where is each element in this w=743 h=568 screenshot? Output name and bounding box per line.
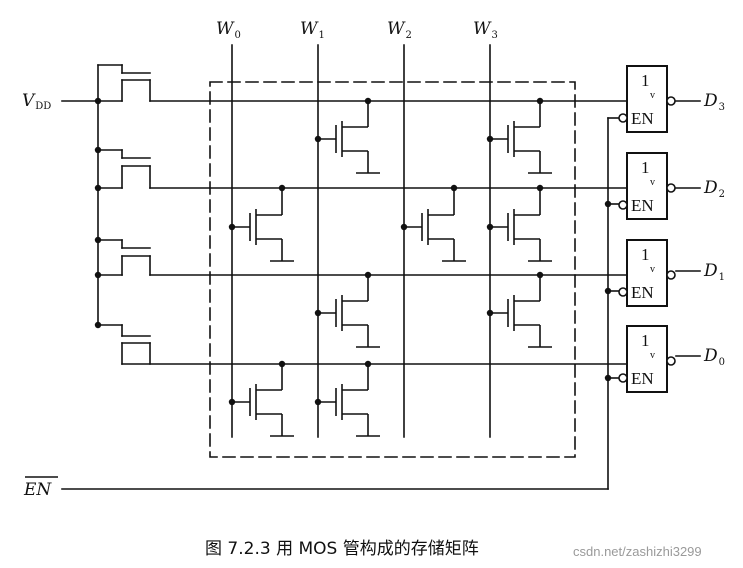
vdd-label: VDD	[22, 91, 51, 112]
figure-caption: 图 7.2.3 用 MOS 管构成的存储矩阵	[205, 539, 479, 559]
junction-dot	[604, 200, 612, 208]
inversion-bubble	[666, 270, 676, 280]
cell-w3-d3	[490, 101, 552, 174]
word-line-label-1: W1	[300, 19, 325, 41]
enable-bubble	[618, 200, 628, 210]
word-line-label-0: W0	[216, 19, 241, 41]
load-transistor-0	[97, 324, 151, 365]
svg-text:1: 1	[641, 158, 650, 177]
svg-text:1: 1	[641, 245, 650, 264]
junction-dot	[364, 97, 372, 105]
junction-dot	[94, 271, 102, 279]
enable-bubble	[618, 113, 628, 123]
svg-text:v: v	[650, 177, 655, 188]
cell-w1-d1	[318, 275, 380, 348]
svg-text:EN: EN	[631, 109, 654, 128]
output-label-3: D3	[703, 91, 725, 113]
svg-text:v: v	[650, 90, 655, 101]
svg-text:EN: EN	[631, 283, 654, 302]
junction-dot	[314, 135, 322, 143]
word-line-label-3: W3	[473, 19, 498, 41]
junction-dot	[604, 374, 612, 382]
inversion-bubble	[666, 96, 676, 106]
cell-w0-d2	[232, 188, 294, 262]
junction-dot	[450, 184, 458, 192]
enable-bubble	[618, 373, 628, 383]
output-label-2: D2	[703, 178, 725, 200]
junction-dot	[94, 236, 102, 244]
junction-dot	[364, 271, 372, 279]
junction-dot	[228, 398, 236, 406]
word-line-label-2: W2	[387, 19, 412, 41]
junction-dot	[486, 309, 494, 317]
svg-text:EN: EN	[631, 196, 654, 215]
cell-w3-d2	[490, 188, 552, 262]
junction-dot	[314, 309, 322, 317]
output-label-0: D0	[703, 346, 725, 368]
junction-dot	[536, 271, 544, 279]
junction-dot	[314, 398, 322, 406]
junction-dot	[228, 223, 236, 231]
junction-dot	[536, 184, 544, 192]
enable-bubble	[618, 287, 628, 297]
junction-dot	[94, 146, 102, 154]
svg-text:v: v	[650, 264, 655, 275]
svg-text:1: 1	[641, 331, 650, 350]
cell-w0-d0	[232, 364, 294, 437]
junction-dot	[486, 135, 494, 143]
load-transistor-2	[97, 149, 151, 189]
inversion-bubble	[666, 356, 676, 366]
junction-dot	[536, 97, 544, 105]
junction-dot	[94, 321, 102, 329]
junction-dot	[278, 360, 286, 368]
junction-dot	[94, 184, 102, 192]
svg-text:EN: EN	[631, 369, 654, 388]
junction-dot	[364, 360, 372, 368]
svg-text:1: 1	[641, 71, 650, 90]
load-transistor-1	[97, 239, 151, 276]
cell-w2-d2	[404, 188, 466, 262]
svg-text:v: v	[650, 350, 655, 361]
junction-dot	[278, 184, 286, 192]
junction-dot	[486, 223, 494, 231]
load-transistor-3	[97, 64, 151, 102]
junction-dot	[400, 223, 408, 231]
output-label-1: D1	[703, 261, 725, 283]
matrix-boundary	[209, 81, 576, 458]
cell-w1-d3	[318, 101, 380, 174]
junction-dot	[604, 287, 612, 295]
junction-dot	[94, 97, 102, 105]
cell-w1-d0	[318, 364, 380, 437]
cell-w3-d1	[490, 275, 552, 348]
inversion-bubble	[666, 183, 676, 193]
enable-label: EN	[23, 480, 52, 500]
watermark: csdn.net/zashizhi3299	[573, 544, 702, 559]
